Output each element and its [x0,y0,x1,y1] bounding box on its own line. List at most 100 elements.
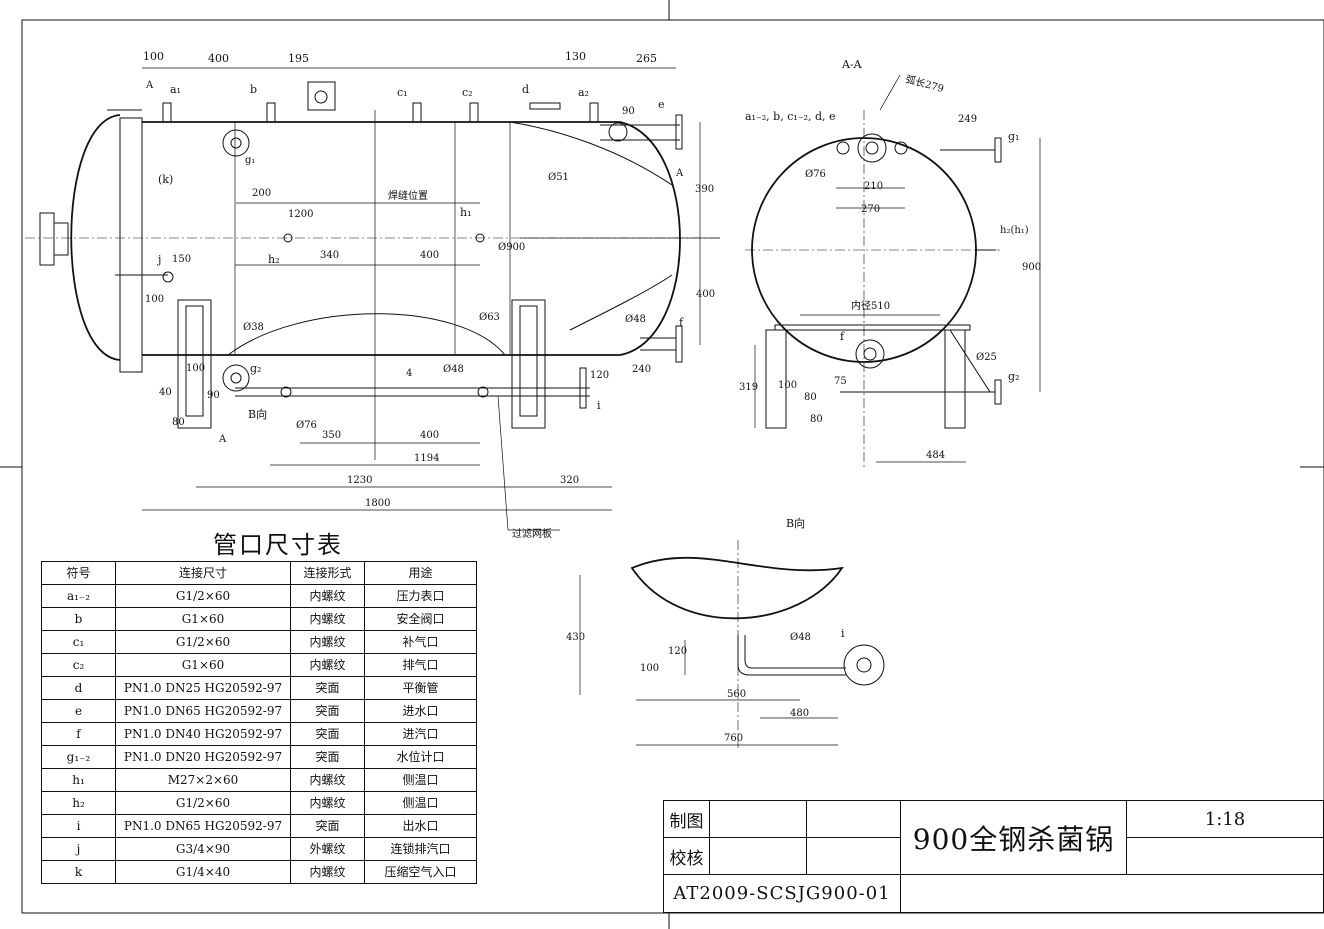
svg-text:319: 319 [739,382,758,393]
cell-connection-size: G1/2×60 [115,630,291,654]
svg-text:d: d [522,83,529,96]
cell-connection-size: PN1.0 DN65 HG20592-97 [115,814,291,838]
checked-date-field[interactable] [806,837,901,875]
checked-by-field[interactable] [709,837,807,875]
drawing-number: AT2009-SCSJG900-01 [663,874,901,913]
cell-connection-size: PN1.0 DN25 HG20592-97 [115,676,291,700]
svg-text:320: 320 [560,475,579,486]
cell-symbol: j [41,837,116,861]
svg-text:g₁: g₁ [245,155,255,166]
svg-text:A: A [675,168,684,179]
svg-text:1230: 1230 [347,475,372,486]
cell-connection-size: G1/4×40 [115,860,291,884]
front-view-labels: 100 400 195 130 265 A a₁ b c₁ c₂ d a₂ e … [143,50,715,540]
cell-connection-size: G1×60 [115,607,291,631]
cell-connection-size: PN1.0 DN65 HG20592-97 [115,699,291,723]
drawing-name: 900全钢杀菌锅 [900,800,1127,875]
title-block-blank-cell [1126,837,1324,875]
svg-text:120: 120 [590,370,609,381]
svg-text:过滤网板: 过滤网板 [512,527,552,540]
header-connection-type: 连接形式 [290,561,365,585]
title-block-bottom-cell [900,874,1324,913]
front-view [25,67,720,531]
cell-purpose: 进汽口 [364,722,477,746]
drawn-date-field[interactable] [806,800,901,838]
svg-text:A: A [218,434,227,445]
svg-text:Ø48: Ø48 [443,364,464,375]
cell-connection-type: 突面 [290,722,365,746]
cell-symbol: f [41,722,116,746]
cell-symbol: h₂ [41,791,116,815]
cell-purpose: 水位计口 [364,745,477,769]
svg-text:90: 90 [622,106,635,117]
svg-text:400: 400 [696,289,715,300]
svg-text:A: A [145,80,154,91]
svg-text:Ø51: Ø51 [548,172,569,183]
cell-connection-type: 突面 [290,676,365,700]
svg-text:100: 100 [145,294,164,305]
svg-text:400: 400 [208,52,229,65]
svg-text:h₂(h₁): h₂(h₁) [1000,225,1029,236]
svg-text:1194: 1194 [414,453,439,464]
cell-symbol: i [41,814,116,838]
svg-text:240: 240 [632,364,651,375]
svg-text:75: 75 [834,376,847,387]
svg-text:g₁: g₁ [1008,130,1019,143]
cell-purpose: 压力表口 [364,584,477,608]
cell-symbol: d [41,676,116,700]
svg-text:90: 90 [207,390,220,401]
svg-text:g₂: g₂ [1008,370,1019,383]
cell-purpose: 安全阀口 [364,607,477,631]
cell-connection-size: G3/4×90 [115,837,291,861]
svg-text:a₁: a₁ [170,83,181,96]
svg-text:80: 80 [804,392,817,403]
cell-connection-size: G1/2×60 [115,791,291,815]
svg-text:e: e [658,98,665,111]
cell-connection-size: PN1.0 DN20 HG20592-97 [115,745,291,769]
cell-purpose: 平衡管 [364,676,477,700]
svg-text:900: 900 [1022,262,1041,273]
svg-text:g₂: g₂ [250,362,261,375]
svg-text:249: 249 [958,114,977,125]
svg-text:Ø48: Ø48 [790,632,811,643]
svg-text:430: 430 [566,632,585,643]
svg-text:760: 760 [724,733,743,744]
cell-purpose: 压缩空气入口 [364,860,477,884]
svg-text:80: 80 [810,414,823,425]
cell-purpose: 侧温口 [364,768,477,792]
drawn-by-label: 制图 [663,800,710,838]
title-block: 制图 校核 AT2009-SCSJG900-01 900全钢杀菌锅 1:18 [663,800,1324,913]
svg-text:350: 350 [322,430,341,441]
cell-connection-type: 内螺纹 [290,584,365,608]
svg-text:100: 100 [640,663,659,674]
svg-text:400: 400 [420,430,439,441]
cell-connection-type: 突面 [290,814,365,838]
svg-text:390: 390 [695,184,714,195]
svg-text:Ø76: Ø76 [805,169,826,180]
svg-text:h₁: h₁ [460,206,472,219]
svg-text:100: 100 [186,363,205,374]
cell-symbol: c₂ [41,653,116,677]
svg-text:120: 120 [668,646,687,657]
svg-text:i: i [841,627,845,640]
svg-text:210: 210 [864,181,883,192]
drawn-by-field[interactable] [709,800,807,838]
nozzle-table-title: 管口尺寸表 [213,531,343,559]
svg-text:Ø38: Ø38 [243,322,264,333]
cell-connection-type: 内螺纹 [290,768,365,792]
header-connection-size: 连接尺寸 [115,561,291,585]
svg-text:270: 270 [861,204,880,215]
cell-purpose: 侧温口 [364,791,477,815]
nozzle-table-header: 符号连接尺寸连接形式用途 [41,561,477,585]
cell-connection-type: 内螺纹 [290,860,365,884]
cell-symbol: e [41,699,116,723]
svg-text:j: j [156,253,161,266]
b-direction-view: B向 430 120 Ø48 i 100 560 480 760 [566,516,885,750]
